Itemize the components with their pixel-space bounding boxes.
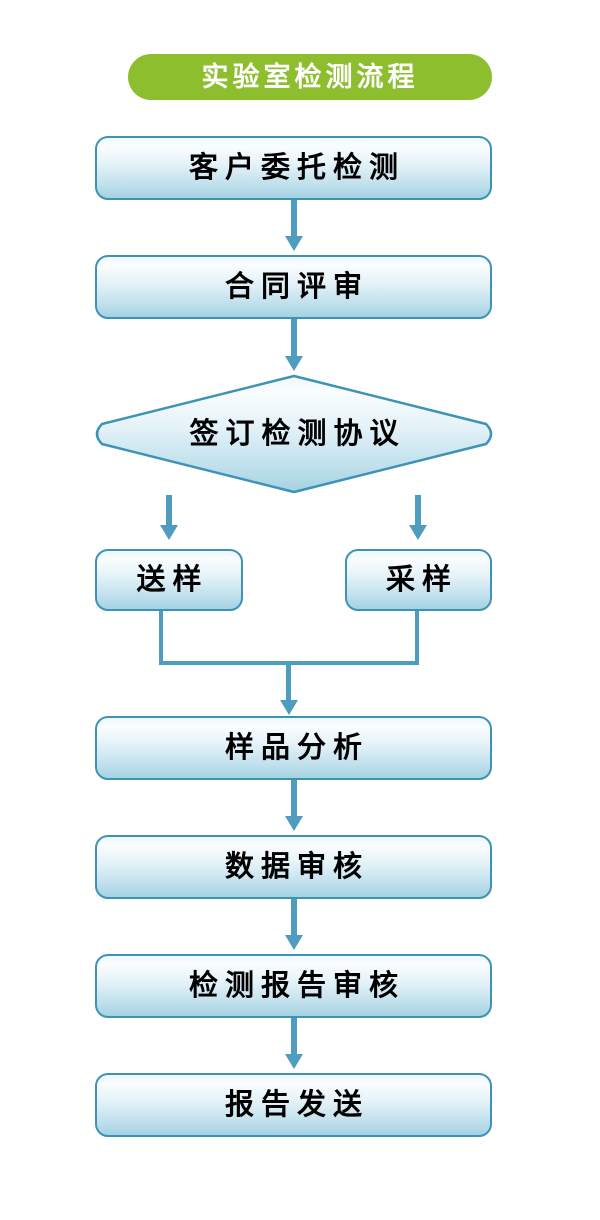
node-contract-review[interactable]: 合同评审 — [95, 255, 492, 319]
node-data-review[interactable]: 数据审核 — [95, 835, 492, 899]
connector-line-data-review-to-report-review — [291, 899, 297, 936]
connector-line-submit-sample-drop — [159, 611, 163, 665]
connector-line-contract-review-to-sign-agreement — [291, 319, 297, 357]
node-report-delivery[interactable]: 报告发送 — [95, 1073, 492, 1137]
node-customer-request[interactable]: 客户委托检测 — [95, 136, 492, 200]
connector-line-collect-sample-drop — [415, 611, 419, 665]
connector-line-customer-request-to-contract-review — [291, 200, 297, 237]
connector-line-report-review-to-report-delivery — [291, 1018, 297, 1055]
connector-arrowhead-customer-request-to-contract-review — [285, 236, 303, 251]
node-label: 采样 — [385, 563, 458, 596]
flowchart-title-banner: 实验室检测流程 — [128, 54, 492, 100]
page-title: 实验室检测流程 — [201, 61, 419, 93]
node-label: 检测报告审核 — [188, 969, 405, 1002]
node-label: 合同评审 — [224, 270, 369, 303]
connector-line-sign-agreement-to-collect-sample — [415, 495, 421, 526]
node-label: 数据审核 — [224, 850, 369, 883]
connector-arrowhead-sign-agreement-to-submit-sample — [160, 525, 178, 540]
connector-line-merge-to-sample-analysis — [286, 665, 291, 702]
connector-arrowhead-contract-review-to-sign-agreement — [285, 356, 303, 371]
node-sign-agreement[interactable]: 签订检测协议 — [88, 372, 500, 496]
connector-arrowhead-report-review-to-report-delivery — [285, 1054, 303, 1069]
node-label: 送样 — [136, 563, 209, 596]
node-sample-analysis[interactable]: 样品分析 — [95, 716, 492, 780]
diamond-shape — [95, 374, 493, 494]
node-report-review[interactable]: 检测报告审核 — [95, 954, 492, 1018]
node-label: 样品分析 — [224, 731, 369, 764]
connector-line-sign-agreement-to-submit-sample — [166, 495, 172, 526]
node-submit-sample[interactable]: 送样 — [95, 549, 243, 611]
connector-line-merge-bar — [159, 661, 419, 665]
connector-arrowhead-merge-to-sample-analysis — [280, 700, 298, 715]
node-collect-sample[interactable]: 采样 — [345, 549, 492, 611]
connector-arrowhead-sample-analysis-to-data-review — [285, 816, 303, 831]
node-label: 报告发送 — [224, 1088, 369, 1121]
node-label: 客户委托检测 — [188, 151, 405, 184]
connector-line-sample-analysis-to-data-review — [291, 780, 297, 817]
node-label: 签订检测协议 — [189, 417, 406, 450]
connector-arrowhead-sign-agreement-to-collect-sample — [409, 525, 427, 540]
connector-arrowhead-data-review-to-report-review — [285, 935, 303, 950]
